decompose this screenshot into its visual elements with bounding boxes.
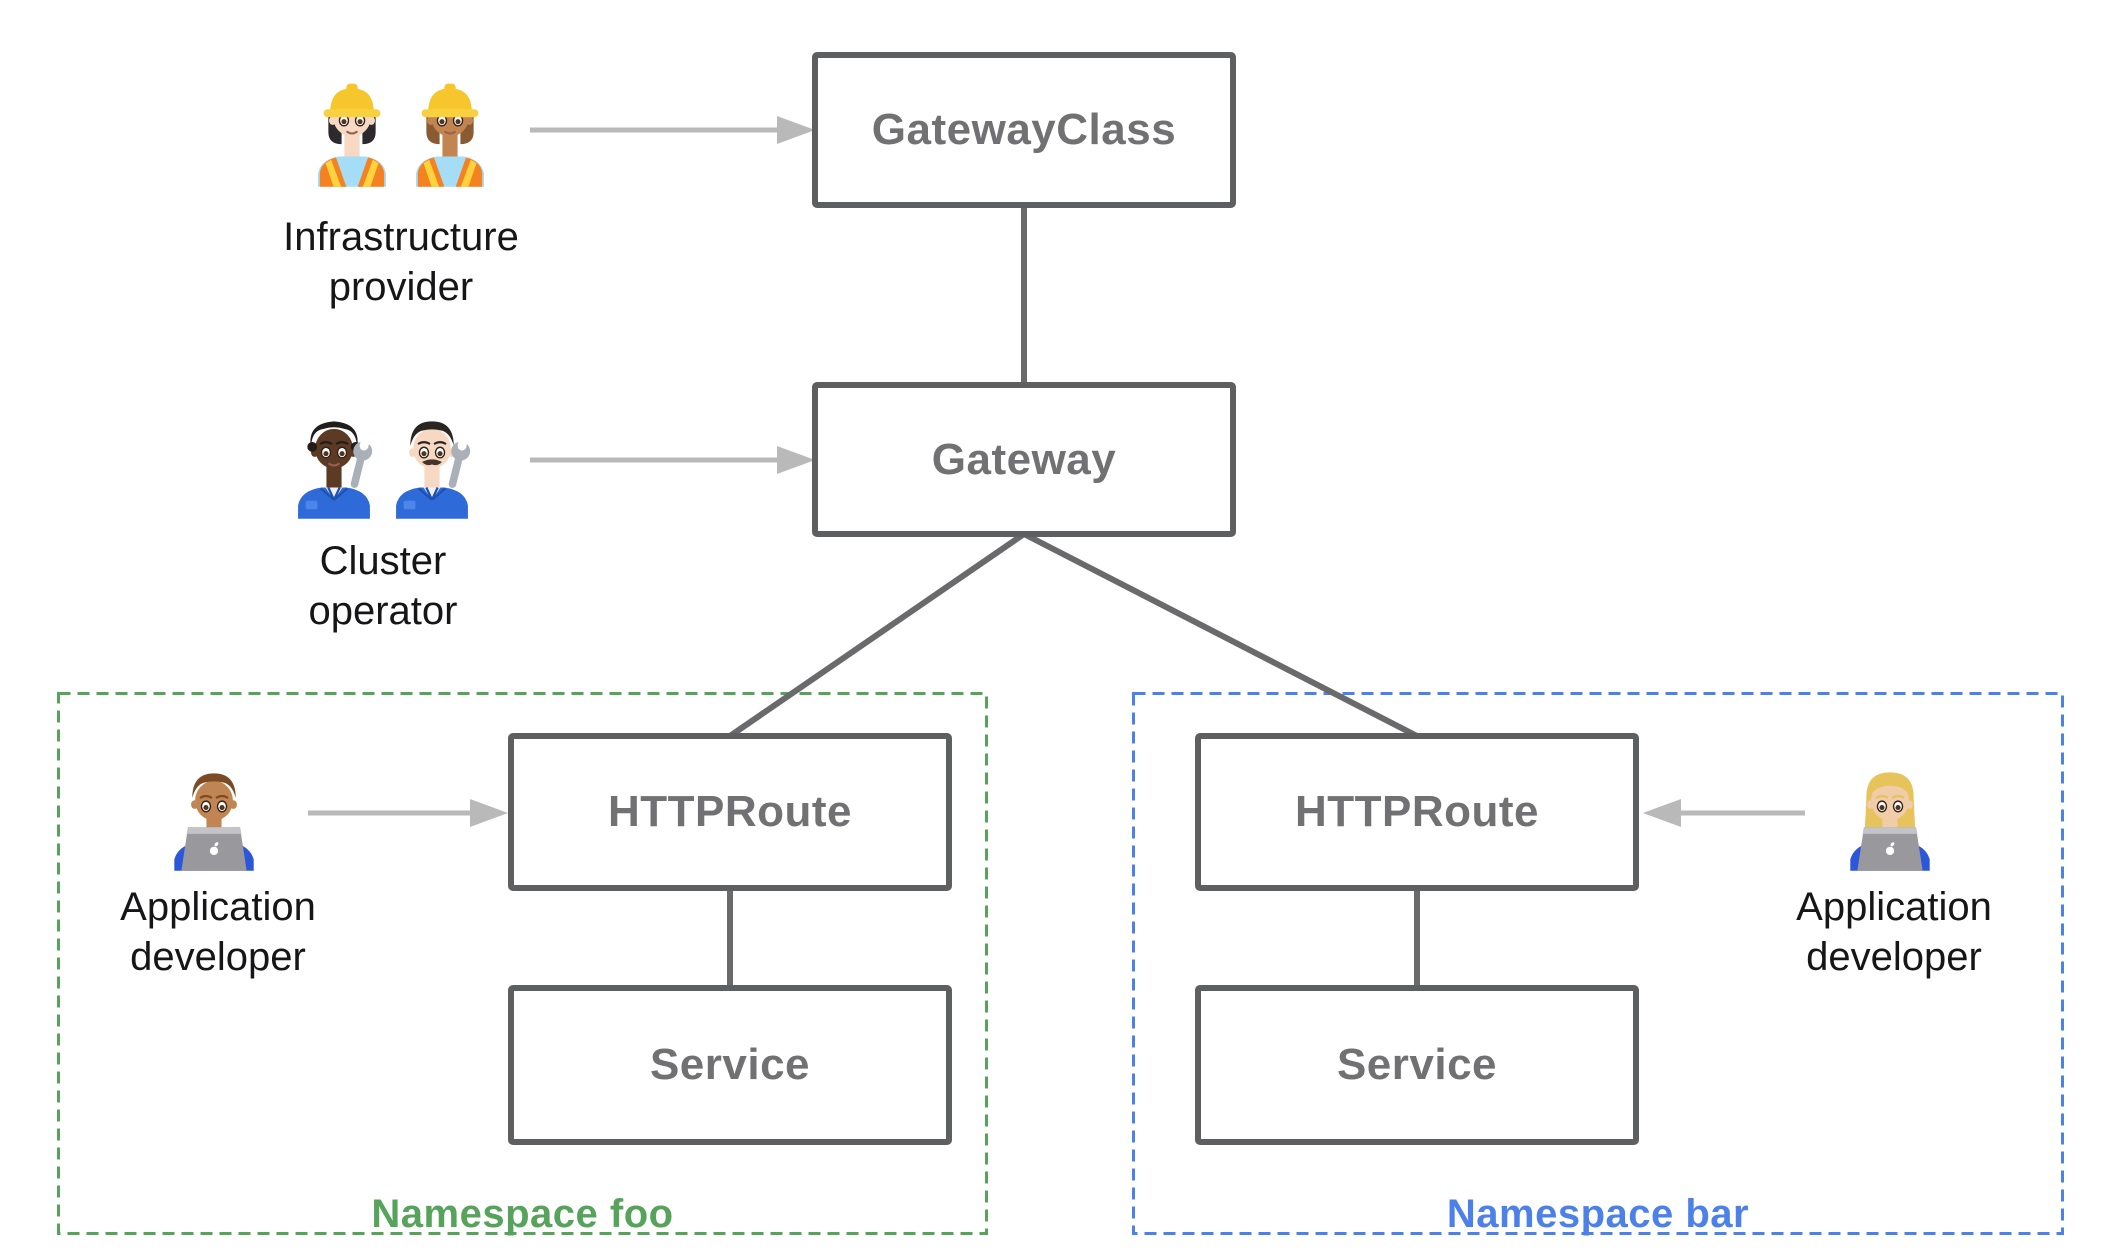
woman-construction-worker-medium-skin-emoji bbox=[398, 72, 502, 188]
arrow-head-right-icon bbox=[470, 799, 508, 827]
woman-construction-worker-light-skin-emoji bbox=[300, 72, 404, 188]
httproute-bar-box: HTTPRoute bbox=[1195, 733, 1639, 891]
mechanic-dark-skin-emoji bbox=[282, 404, 386, 520]
actor-label-line: Application bbox=[120, 885, 316, 929]
cluster-operator-arrow bbox=[530, 446, 815, 474]
service-bar-label: Service bbox=[1336, 1040, 1498, 1089]
gatewayclass-label: GatewayClass bbox=[871, 105, 1177, 154]
arrow-head-right-icon bbox=[777, 446, 815, 474]
man-mechanic-light-skin-emoji bbox=[380, 404, 484, 520]
edge-gateway-httproute-bar bbox=[1022, 531, 1419, 739]
httproute-foo-box: HTTPRoute bbox=[508, 733, 952, 891]
gateway-box: Gateway bbox=[812, 382, 1236, 537]
actor-label-line: operator bbox=[308, 589, 458, 633]
actor-label-line: Cluster bbox=[319, 539, 447, 583]
service-foo-box: Service bbox=[508, 985, 952, 1145]
gatewayclass-box: GatewayClass bbox=[812, 52, 1236, 208]
arrow-head-left-icon bbox=[1643, 799, 1681, 827]
namespace-bar-label: Namespace bar bbox=[1446, 1192, 1750, 1236]
application-developer-foo-label: Application developer bbox=[18, 882, 418, 982]
service-foo-label: Service bbox=[649, 1040, 811, 1089]
application-developer-bar-label: Application developer bbox=[1694, 882, 2094, 982]
edge-gateway-httproute-foo bbox=[728, 531, 1026, 739]
httproute-bar-label: HTTPRoute bbox=[1294, 787, 1540, 836]
actor-label-line: Application bbox=[1796, 885, 1992, 929]
cluster-operator-label: Cluster operator bbox=[183, 536, 583, 636]
service-bar-box: Service bbox=[1195, 985, 1639, 1145]
infrastructure-provider-arrow bbox=[530, 116, 815, 144]
actor-label-line: Infrastructure bbox=[283, 215, 519, 259]
infrastructure-provider-label: Infrastructure provider bbox=[201, 212, 601, 312]
gateway-label: Gateway bbox=[931, 434, 1117, 484]
woman-technologist-emoji bbox=[1838, 756, 1942, 872]
httproute-foo-label: HTTPRoute bbox=[607, 787, 853, 836]
application-developer-foo-arrow bbox=[308, 799, 508, 827]
arrow-head-right-icon bbox=[777, 116, 815, 144]
namespace-foo-label: Namespace foo bbox=[371, 1192, 674, 1236]
actor-label-line: developer bbox=[1806, 935, 1982, 979]
actor-label-line: provider bbox=[328, 265, 474, 309]
namespace-foo-dashed-border bbox=[57, 692, 988, 1235]
actor-label-line: developer bbox=[130, 935, 306, 979]
namespace-bar-dashed-border bbox=[1132, 692, 2064, 1235]
man-technologist-emoji bbox=[162, 756, 266, 872]
application-developer-bar-arrow bbox=[1643, 799, 1805, 827]
